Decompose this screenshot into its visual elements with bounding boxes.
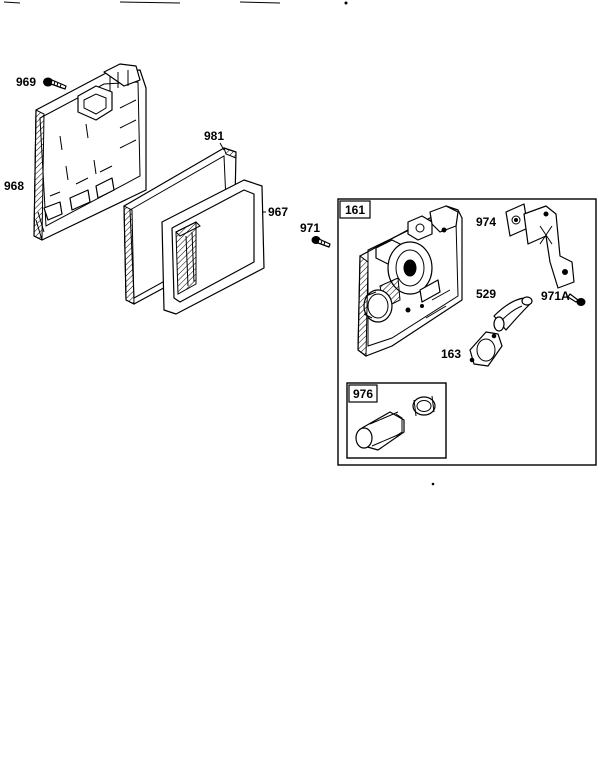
- kit-box-976: [346, 382, 447, 459]
- screw-969: [43, 77, 67, 90]
- air-cleaner-base: [357, 205, 463, 357]
- stray-dot: [431, 482, 435, 486]
- gasket-163: [469, 331, 503, 367]
- air-cleaner-cover-968: [33, 63, 147, 241]
- screw-971: [311, 236, 331, 248]
- clamp-ring-976: [412, 395, 436, 417]
- kit-label-161: [339, 200, 371, 219]
- callout-161: 161: [345, 203, 365, 217]
- callout-974: 974: [476, 215, 496, 229]
- callout-163: 163: [441, 347, 461, 361]
- callout-981: 981: [204, 129, 224, 143]
- callout-971: 971: [300, 221, 320, 235]
- top-edge-marks: [3, 1, 348, 5]
- breather-tube-529: [493, 296, 533, 332]
- callout-967: 967: [268, 205, 288, 219]
- callout-971a: 971A: [541, 289, 570, 303]
- callout-968: 968: [4, 179, 24, 193]
- kit-box-161: [337, 198, 597, 466]
- filter-element-976: [355, 411, 405, 451]
- callout-529: 529: [476, 287, 496, 301]
- screw-971a: [567, 293, 586, 306]
- bracket-974: [505, 203, 575, 289]
- callout-976: 976: [353, 387, 373, 401]
- kit-label-976: [348, 384, 378, 403]
- callout-969: 969: [16, 75, 36, 89]
- air-filter-967: [161, 179, 266, 315]
